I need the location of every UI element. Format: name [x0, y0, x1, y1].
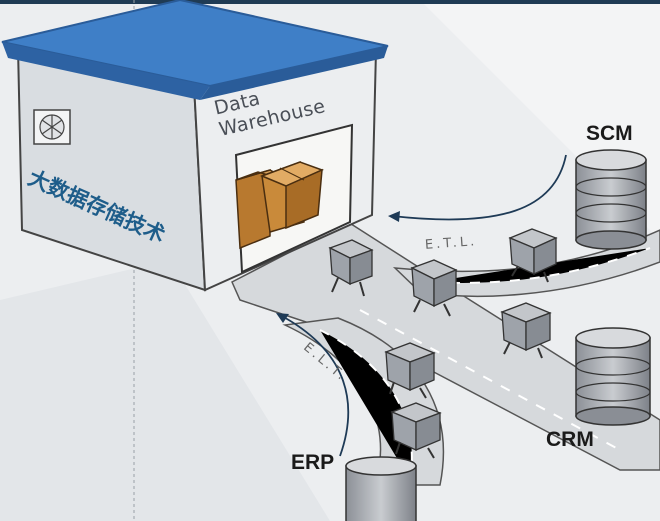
data-cube [410, 259, 458, 317]
data-cube [390, 402, 442, 459]
etl-arrow [388, 154, 567, 222]
scm-database [575, 149, 647, 250]
crm-label: CRM [546, 428, 594, 451]
scm-label: SCM [586, 122, 633, 145]
erp-label: ERP [291, 451, 335, 474]
top-bar [0, 0, 660, 4]
erp-database [345, 456, 417, 521]
data-cube [508, 228, 558, 283]
elt-arrow [276, 313, 350, 457]
data-cube [500, 302, 552, 359]
data-cube [384, 342, 436, 399]
cardboard-boxes [235, 160, 325, 250]
crm-database [575, 327, 651, 426]
data-cube [328, 239, 374, 297]
